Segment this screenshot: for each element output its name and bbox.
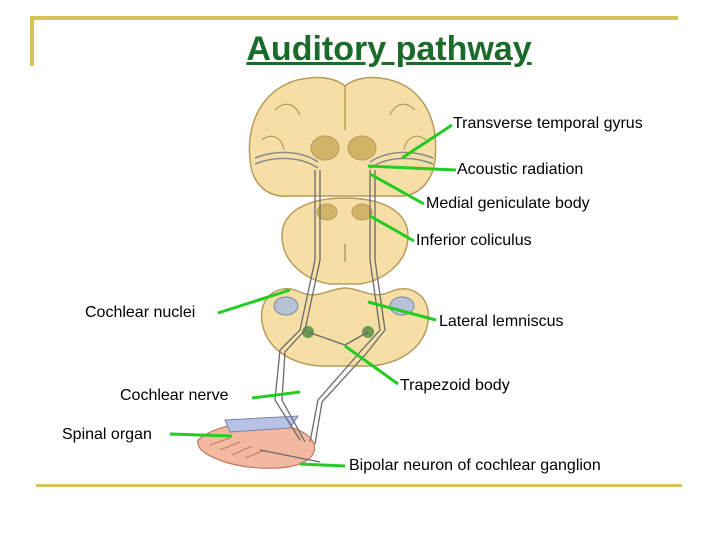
label-trapezoid-body: Trapezoid body bbox=[400, 377, 510, 394]
cerebrum-section bbox=[248, 76, 437, 197]
slide-title: Auditory pathway bbox=[246, 30, 532, 68]
frame-left-bar bbox=[30, 16, 34, 66]
leader-bipolar-neuron bbox=[299, 462, 346, 468]
leader-cochlear-nuclei bbox=[217, 288, 291, 315]
label-cochlear-nuclei: Cochlear nuclei bbox=[85, 304, 196, 321]
frame-top-bar bbox=[30, 16, 678, 20]
label-inferior-coliculus: Inferior coliculus bbox=[416, 232, 532, 249]
leader-trapezoid-body bbox=[344, 344, 399, 386]
leader-transverse-temporal-gyrus bbox=[401, 123, 453, 160]
leader-lateral-lemniscus bbox=[367, 300, 437, 322]
leader-inferior-coliculus bbox=[369, 214, 415, 243]
label-transverse-temporal-gyrus: Transverse temporal gyrus bbox=[453, 115, 643, 132]
leader-lines bbox=[169, 123, 457, 468]
leader-medial-geniculate-body bbox=[369, 172, 425, 206]
leader-acoustic-radiation bbox=[367, 164, 457, 172]
cochlea bbox=[197, 415, 316, 469]
leader-spinal-organ bbox=[169, 432, 233, 438]
midbrain-section bbox=[281, 197, 409, 285]
label-lateral-lemniscus: Lateral lemniscus bbox=[439, 313, 564, 330]
label-acoustic-radiation: Acoustic radiation bbox=[457, 161, 584, 178]
leader-cochlear-nerve bbox=[251, 390, 301, 400]
auditory-fibers bbox=[259, 170, 386, 463]
frame-bottom-bar bbox=[36, 484, 682, 487]
label-bipolar-neuron: Bipolar neuron of cochlear ganglion bbox=[349, 457, 601, 474]
label-medial-geniculate-body: Medial geniculate body bbox=[426, 195, 590, 212]
label-cochlear-nerve: Cochlear nerve bbox=[120, 387, 229, 404]
label-spinal-organ: Spinal organ bbox=[62, 426, 152, 443]
brainstem-section bbox=[260, 287, 430, 367]
